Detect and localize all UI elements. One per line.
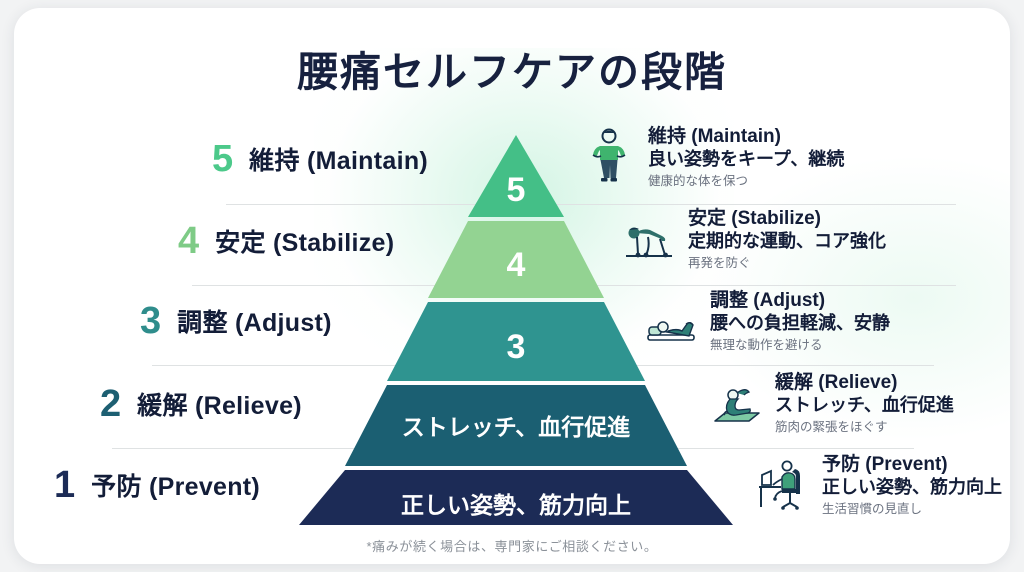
right-title-1: 予防 (Prevent) [822,454,948,475]
pyramid-tier-2 [345,385,687,466]
plank-exercise-icon [626,227,672,258]
right-annotation-level-5: 維持 (Maintain) 良い姿勢をキープ、継続 健康的な体を保つ [582,126,844,188]
standing-person-icon [592,128,626,182]
pyramid-tier-4 [428,221,604,298]
right-note-3: 無理な動作を避ける [710,337,823,352]
stretching-person-icon [714,389,760,422]
left-number-2: 2 [100,383,122,425]
pyramid-tier-1 [299,470,733,525]
infographic-card: 腰痛セルフケアの段階 5 4 3 ストレッチ、血行促進 正しい姿勢、筋力向上 5… [14,8,1010,564]
right-annotation-level-3: 調整 (Adjust) 腰への負担軽減、安静 無理な動作を避ける [644,290,890,352]
right-annotation-level-2: 緩解 (Relieve) ストレッチ、血行促進 筋肉の緊張をほぐす [709,372,954,434]
left-number-4: 4 [178,220,200,262]
pyramid-tier-5-label: 5 [507,171,526,209]
footnote: *痛みが続く場合は、専門家にご相談ください。 [366,539,658,554]
left-label-level-1: 1 予防 (Prevent) [54,466,260,504]
pyramid-tier-3 [387,302,645,381]
left-label-level-5: 5 維持 (Maintain) [212,140,428,178]
left-text-2: 緩解 (Relieve) [137,392,302,420]
right-note-2: 筋肉の緊張をほぐす [775,419,888,434]
pyramid-chart: 5 4 3 ストレッチ、血行促進 正しい姿勢、筋力向上 [299,135,733,525]
right-note-5: 健康的な体を保つ [648,173,749,188]
right-title-3: 調整 (Adjust) [710,290,826,311]
left-label-level-2: 2 緩解 (Relieve) [100,385,302,423]
right-sub-5: 良い姿勢をキープ、継続 [648,149,845,170]
left-number-3: 3 [140,300,162,342]
left-label-level-3: 3 調整 (Adjust) [140,302,332,340]
right-title-5: 維持 (Maintain) [648,126,781,147]
right-annotation-level-4: 安定 (Stabilize) 定期的な運動、コア強化 再発を防ぐ [622,208,886,270]
pyramid-tier-3-label: 3 [507,328,526,366]
right-title-2: 緩解 (Relieve) [775,372,898,393]
right-sub-4: 定期的な運動、コア強化 [688,231,886,252]
pyramid-tier-2-label: ストレッチ、血行促進 [402,414,631,440]
left-text-4: 安定 (Stabilize) [215,229,395,257]
right-note-1: 生活習慣の見直し [822,501,923,516]
right-note-4: 再発を防ぐ [688,255,751,270]
right-sub-3: 腰への負担軽減、安静 [710,313,890,334]
right-title-4: 安定 (Stabilize) [688,208,822,229]
right-sub-2: ストレッチ、血行促進 [775,395,954,416]
right-annotation-level-1: 予防 (Prevent) 正しい姿勢、筋力向上 生活習慣の見直し [756,454,1002,516]
page-title: 腰痛セルフケアの段階 [297,49,727,95]
desk-posture-icon [759,460,800,510]
right-sub-1: 正しい姿勢、筋力向上 [822,477,1002,498]
pyramid-tier-1-label: 正しい姿勢、筋力向上 [401,492,631,518]
left-text-1: 予防 (Prevent) [91,473,261,501]
left-label-level-4: 4 安定 (Stabilize) [178,222,394,260]
pyramid-tier-4-label: 4 [507,246,526,284]
left-text-3: 調整 (Adjust) [177,309,332,337]
left-number-1: 1 [54,464,76,506]
resting-person-icon [647,321,695,341]
left-number-5: 5 [212,138,234,180]
left-text-5: 維持 (Maintain) [249,147,429,175]
pyramid-tier-5 [468,135,564,217]
divider-level5-level4 [226,204,956,205]
